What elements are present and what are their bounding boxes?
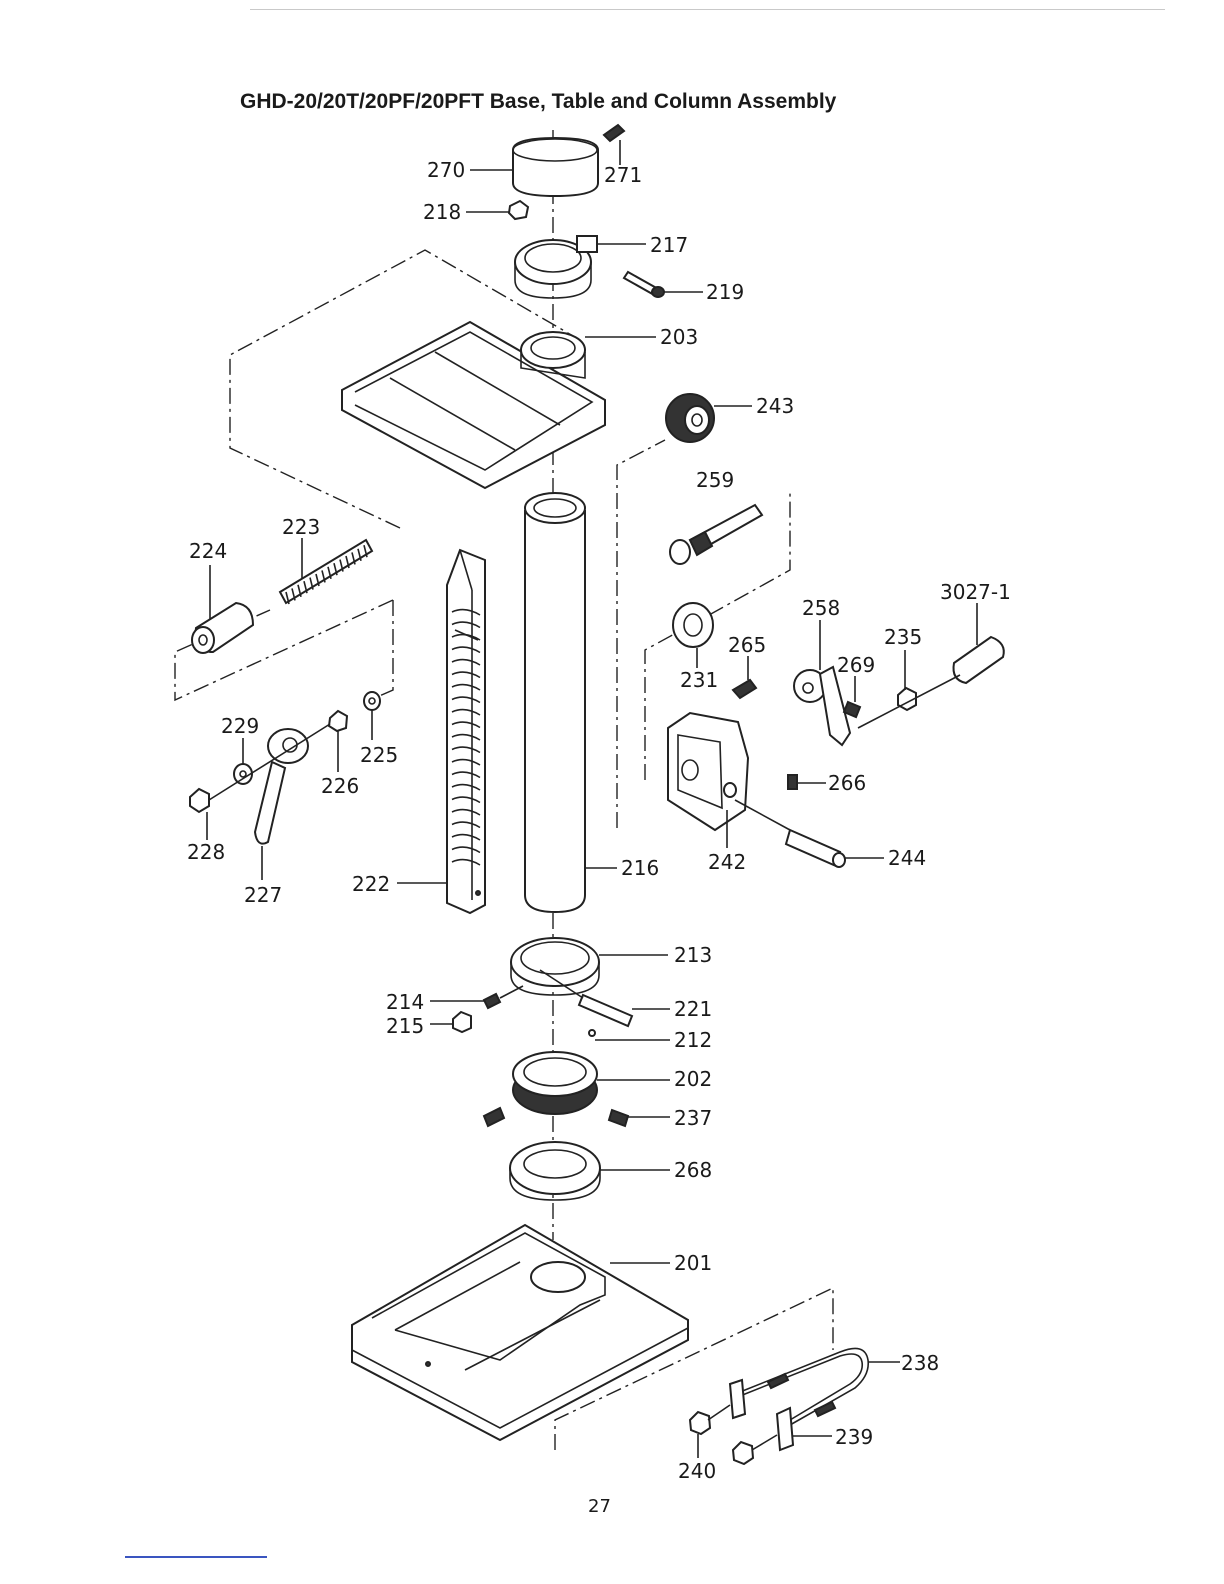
part-240-nut-upper [690, 1412, 710, 1434]
callout-228: 228 [187, 840, 225, 864]
part-237-set-screw-right [609, 1110, 628, 1126]
callout-268: 268 [674, 1158, 712, 1182]
callout-223: 223 [282, 515, 320, 539]
part-217-collar [515, 236, 597, 298]
callout-leader-lines [207, 140, 977, 1458]
callout-221: 221 [674, 997, 712, 1021]
callout-266: 266 [828, 771, 866, 795]
callout-224: 224 [189, 539, 227, 563]
part-214-screw [484, 994, 500, 1008]
callout-229: 229 [221, 714, 259, 738]
part-213-column-collar [511, 938, 599, 995]
callout-231: 231 [680, 668, 718, 692]
callout-238: 238 [901, 1351, 939, 1375]
part-224-handle-sleeve [192, 603, 253, 653]
callout-3027-1: 3027-1 [940, 580, 1011, 604]
part-242-table-bracket [668, 713, 748, 830]
part-228-nut [190, 789, 209, 812]
callout-212: 212 [674, 1028, 712, 1052]
part-231-bearing [673, 603, 713, 647]
callout-271: 271 [604, 163, 642, 187]
part-223-worm-shaft [280, 540, 372, 604]
callout-227: 227 [244, 883, 282, 907]
callout-222: 222 [352, 872, 390, 896]
part-240-nut-lower [733, 1442, 753, 1464]
part-271-screw [604, 125, 624, 141]
part-258-crank-arm [794, 667, 850, 745]
callout-244: 244 [888, 846, 926, 870]
part-222-rack [447, 550, 485, 913]
part-268-ring [510, 1142, 600, 1200]
part-215-nut [453, 1012, 471, 1032]
callout-235: 235 [884, 625, 922, 649]
callout-259: 259 [696, 468, 734, 492]
part-266-set-screw [788, 775, 797, 789]
part-225-washer [364, 692, 380, 710]
part-270-cap [513, 138, 598, 196]
callout-214: 214 [386, 990, 424, 1014]
part-227-lock-handle [255, 729, 308, 844]
part-239-clamp-plate-right [777, 1408, 793, 1450]
callout-226: 226 [321, 774, 359, 798]
part-219-bolt [624, 272, 664, 297]
part-201-base [352, 1225, 688, 1440]
callout-219: 219 [706, 280, 744, 304]
callout-265: 265 [728, 633, 766, 657]
callout-201: 201 [674, 1251, 712, 1275]
callout-215: 215 [386, 1014, 424, 1038]
part-237-set-screw-left [484, 1108, 504, 1126]
callout-237: 237 [674, 1106, 712, 1130]
callout-258: 258 [802, 596, 840, 620]
part-218-nut [509, 201, 528, 219]
callout-218: 218 [423, 200, 461, 224]
part-203-table [342, 322, 605, 488]
callout-213: 213 [674, 943, 712, 967]
part-243-gear-knob [666, 394, 714, 442]
callout-269: 269 [837, 653, 875, 677]
part-216-column [525, 493, 585, 912]
callout-270: 270 [427, 158, 465, 182]
callout-242: 242 [708, 850, 746, 874]
bottom-rule [125, 1556, 267, 1558]
part-244-pin [786, 830, 845, 867]
callout-240: 240 [678, 1459, 716, 1483]
callout-202: 202 [674, 1067, 712, 1091]
callout-225: 225 [360, 743, 398, 767]
part-202-ring-gear [513, 1052, 597, 1114]
callout-203: 203 [660, 325, 698, 349]
part-239-clamp-plate-left [730, 1380, 745, 1418]
part-212-ball [589, 1030, 595, 1036]
part-259-pinion-shaft [670, 505, 762, 564]
part-3027-1-knob [954, 637, 1004, 683]
callout-243: 243 [756, 394, 794, 418]
callout-216: 216 [621, 856, 659, 880]
part-269-pin [844, 702, 860, 717]
part-265-screw [733, 680, 756, 698]
part-221-pin [579, 995, 632, 1026]
part-238-cable [740, 1348, 868, 1425]
part-226-nut [329, 711, 347, 731]
callout-239: 239 [835, 1425, 873, 1449]
page-number: 27 [588, 1496, 611, 1517]
callout-217: 217 [650, 233, 688, 257]
